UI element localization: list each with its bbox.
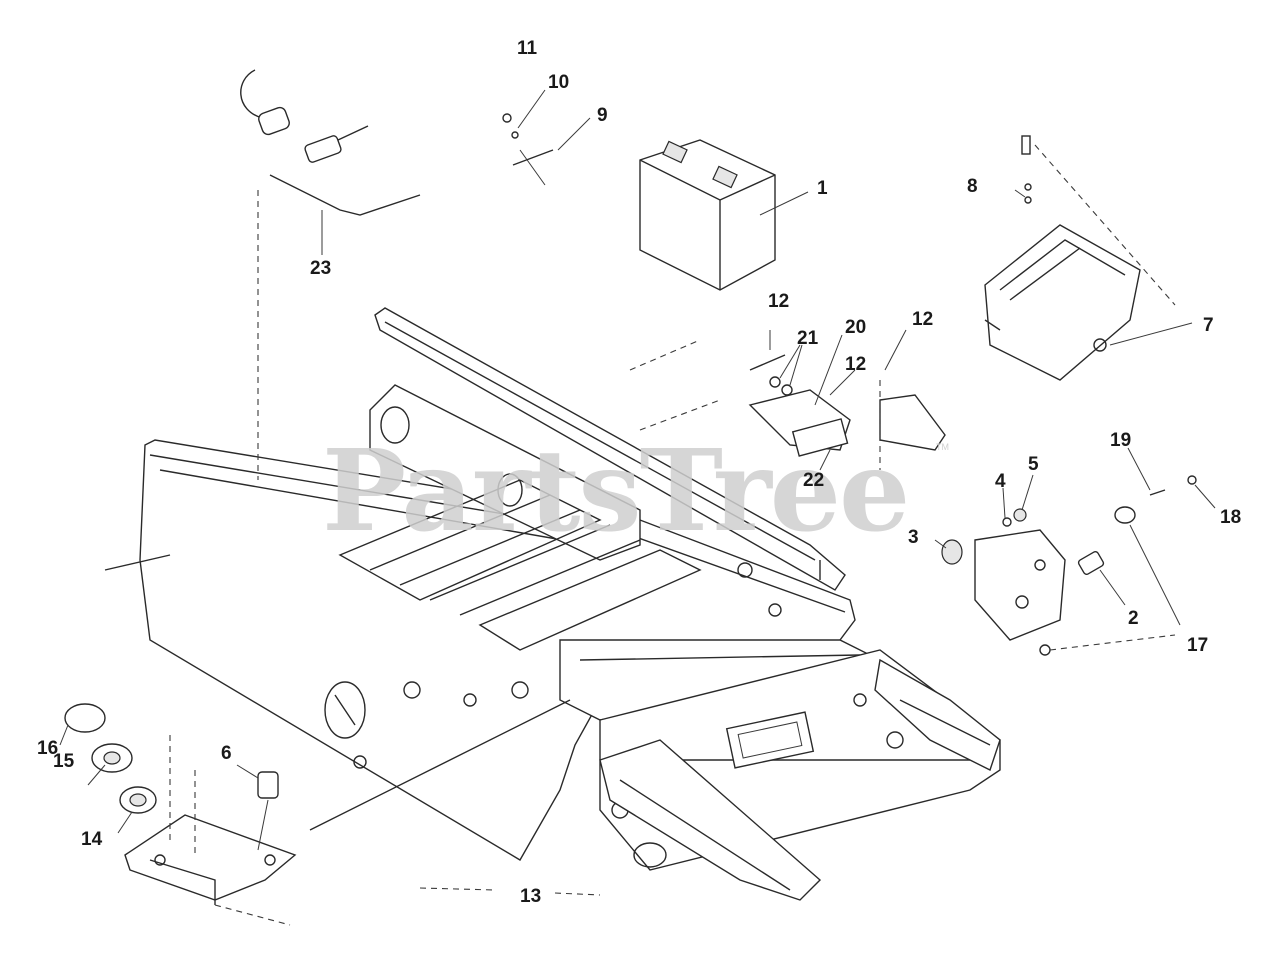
callout-labels: 1 2 3 4 5 6 7 8 9 10 11 12 12 12 13 14 1… — [37, 38, 1241, 907]
callout-14: 14 — [81, 829, 103, 850]
bracket-assembly-20-22 — [629, 330, 946, 470]
callout-8: 8 — [967, 176, 978, 197]
bolt-hardware-9-11 — [502, 113, 554, 186]
watermark-trademark: TM — [936, 442, 949, 452]
callout-5: 5 — [1028, 454, 1039, 475]
callout-12-a: 12 — [768, 291, 789, 312]
leader-lines — [59, 89, 1216, 896]
watermark: PartsTree TM — [322, 426, 949, 557]
callout-20: 20 — [845, 317, 866, 338]
callout-12-b: 12 — [912, 309, 933, 330]
callout-17: 17 — [1187, 635, 1208, 656]
watermark-text: PartsTree — [322, 426, 908, 557]
callout-1: 1 — [817, 178, 828, 199]
callout-21: 21 — [797, 328, 819, 349]
callout-9: 9 — [597, 105, 608, 126]
callout-7: 7 — [1203, 315, 1214, 336]
callout-12-c: 12 — [845, 354, 866, 375]
lower-left-bracket — [64, 703, 297, 926]
callout-16: 16 — [37, 738, 58, 759]
callout-15: 15 — [53, 751, 75, 772]
callout-6: 6 — [221, 743, 232, 764]
callout-4: 4 — [995, 471, 1006, 492]
callout-23: 23 — [310, 258, 331, 279]
callout-22: 22 — [803, 470, 824, 491]
battery-box — [984, 135, 1176, 381]
callout-11: 11 — [517, 38, 538, 59]
battery — [639, 139, 809, 291]
callout-13: 13 — [520, 886, 541, 907]
callout-18: 18 — [1220, 507, 1241, 528]
callout-19: 19 — [1110, 430, 1131, 451]
callout-3: 3 — [908, 527, 919, 548]
callout-10: 10 — [548, 72, 569, 93]
cable-switch-assembly — [240, 69, 421, 480]
hardware-cluster-right — [941, 475, 1197, 656]
chassis-frame — [104, 307, 1001, 901]
callout-2: 2 — [1128, 608, 1139, 629]
